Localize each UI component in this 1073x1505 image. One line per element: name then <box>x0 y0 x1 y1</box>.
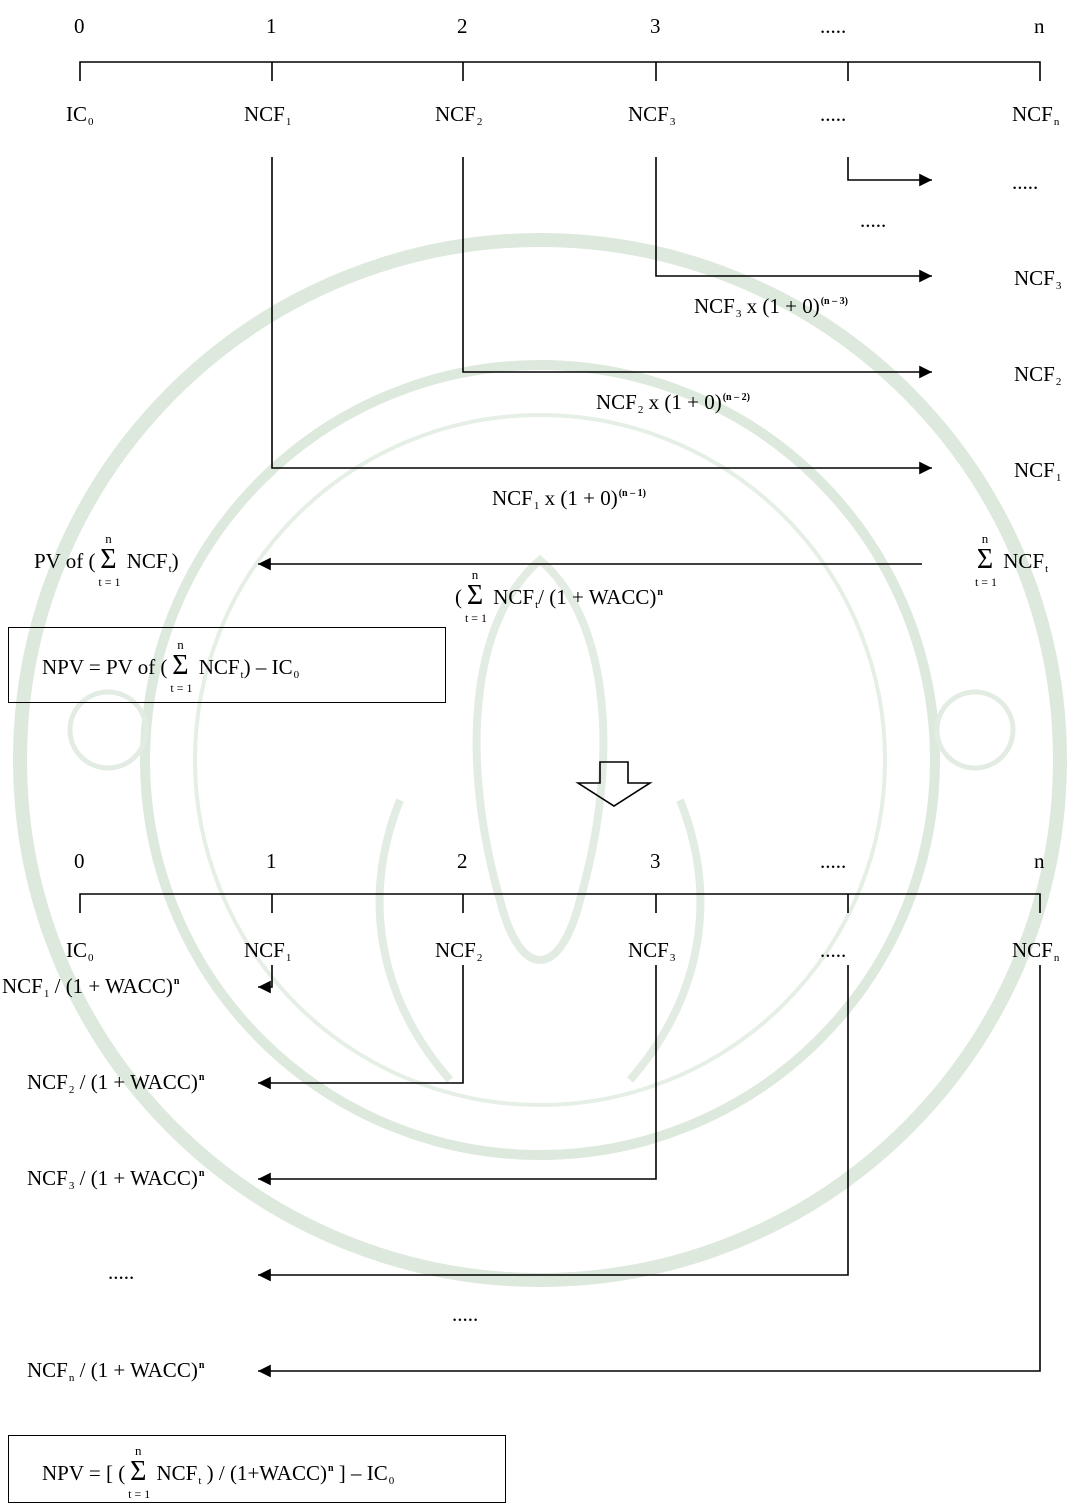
period-label: 3 <box>650 851 661 872</box>
period-label: ..... <box>820 16 846 37</box>
compound-label-ncf2: NCF2 x (1 + 0)(n – 2) <box>596 392 750 416</box>
cash-flow-label: NCF3 <box>628 940 675 964</box>
future-value-ncf3: NCF3 <box>1014 268 1061 292</box>
cash-flow-label: IC0 <box>66 940 94 964</box>
cash-flow-label: IC0 <box>66 104 94 128</box>
period-label: n <box>1034 851 1045 872</box>
ellipsis-mid: ..... <box>860 210 886 231</box>
future-value-ncf2: NCF2 <box>1014 364 1061 388</box>
cash-flow-label: ..... <box>820 940 846 961</box>
discounted-value: NCFn / (1 + WACC)n <box>27 1360 204 1384</box>
period-label: 1 <box>266 16 277 37</box>
cash-flow-label: NCF3 <box>628 104 675 128</box>
period-label: 0 <box>74 16 85 37</box>
period-label: 2 <box>457 16 468 37</box>
cash-flow-label: NCF2 <box>435 104 482 128</box>
discounted-value: NCF2 / (1 + WACC)n <box>27 1072 204 1096</box>
period-label: 1 <box>266 851 277 872</box>
compound-label-ncf3: NCF3 x (1 + 0)(n – 3) <box>694 296 848 320</box>
discounted-value: NCF1 / (1 + WACC)n <box>2 976 179 1000</box>
period-label: 3 <box>650 16 661 37</box>
discounted-value: ..... <box>108 1262 134 1283</box>
compound-label-ncf1: NCF1 x (1 + 0)(n – 1) <box>492 488 646 512</box>
ellipsis-right: ..... <box>1012 172 1038 193</box>
cash-flow-label: NCF2 <box>435 940 482 964</box>
cash-flow-label: NCFn <box>1012 104 1059 128</box>
cash-flow-label: NCF1 <box>244 940 291 964</box>
cash-flow-label: ..... <box>820 104 846 125</box>
discounted-value: NCF3 / (1 + WACC)n <box>27 1168 204 1192</box>
cash-flow-label: NCF1 <box>244 104 291 128</box>
future-value-ncf1: NCF1 <box>1014 460 1061 484</box>
ellipsis-mid: ..... <box>452 1304 478 1325</box>
cash-flow-label: NCFn <box>1012 940 1059 964</box>
period-label: 2 <box>457 851 468 872</box>
period-label: 0 <box>74 851 85 872</box>
period-label: ..... <box>820 851 846 872</box>
period-label: n <box>1034 16 1045 37</box>
